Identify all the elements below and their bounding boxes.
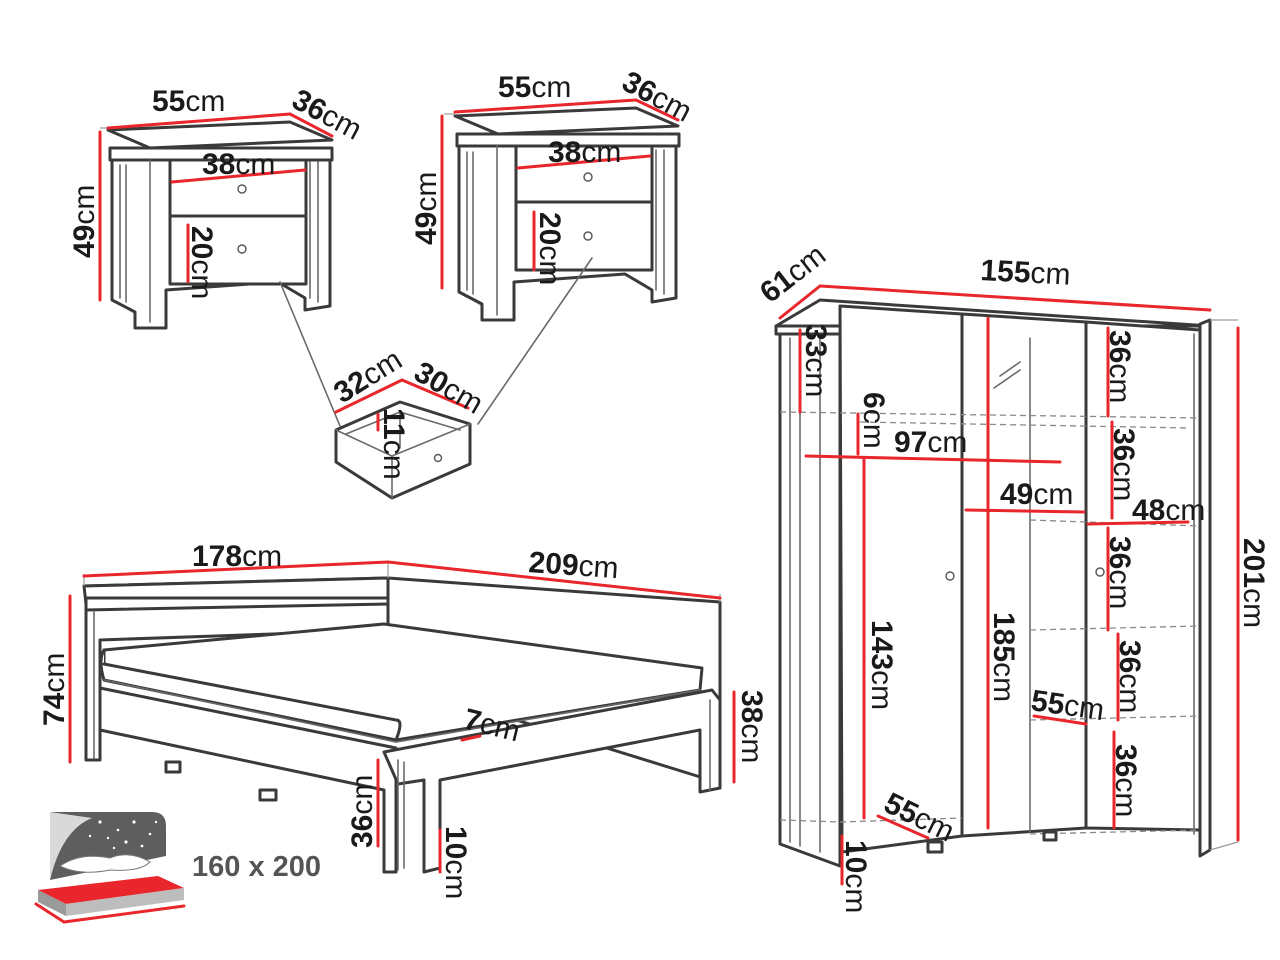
drawer-leader-line-left [279,281,341,427]
nightstand-right [440,98,681,322]
nightstand-right-width-label: 55cm [498,71,571,104]
bed-leg-height-label: 10cm [439,826,472,899]
wardrobe-shelf-gap-5-label: 36cm [1109,744,1142,817]
wardrobe-width-label: 155cm [980,254,1072,292]
wardrobe-shelf-width-label: 48cm [1132,494,1205,527]
wardrobe-rail-width-label: 97cm [894,426,967,459]
drawer-leader-line-right [477,257,593,425]
nightstand-left-width-label: 55cm [152,85,225,118]
wardrobe-top-compartment-label: 33cm [799,324,832,397]
wardrobe-shelf-gap-4-label: 36cm [1113,640,1146,713]
bed-side-height-label: 36cm [346,775,379,848]
wardrobe-shelf-gap-2-label: 36cm [1107,428,1140,501]
bed [68,560,736,874]
nightstand-left-drawer-width-label: 38cm [202,148,275,181]
nightstand-left [98,112,334,330]
drawer-depth-label: 32cm [328,343,408,410]
mattress-size-label: 160 x 200 [192,851,321,883]
nightstand-right-drawer-width-label: 38cm [548,136,621,169]
wardrobe-hanging-height-label: 143cm [865,620,898,710]
wardrobe-leg-height-label: 10cm [839,840,872,913]
wardrobe-middle-width-label: 49cm [1000,478,1073,511]
bed-headboard-height-label: 74cm [38,653,71,726]
wardrobe-shelf-gap-3-label: 36cm [1103,536,1136,609]
bed-length-label: 209cm [528,546,620,585]
nightstand-right-drawer-height-label: 20cm [533,212,566,285]
wardrobe-shelf-gap-1-label: 36cm [1103,330,1136,403]
wardrobe-middle-height-label: 185cm [987,612,1020,702]
wardrobe [774,284,1240,886]
wardrobe-height-label: 201cm [1237,538,1270,628]
drawer-detail [334,378,472,500]
nightstand-left-drawer-height-label: 20cm [185,226,218,299]
nightstand-left-height-label: 49cm [68,185,101,258]
wardrobe-rail-gap-label: 6cm [857,392,890,449]
nightstand-right-height-label: 49cm [410,172,443,245]
bed-footboard-height-label: 38cm [735,690,768,763]
bed-width-label: 178cm [192,540,282,573]
drawer-height-label: 11cm [377,408,410,480]
wardrobe-inner-depth-shelf-label: 55cm [1029,684,1106,727]
mattress-size-icon [34,812,186,924]
